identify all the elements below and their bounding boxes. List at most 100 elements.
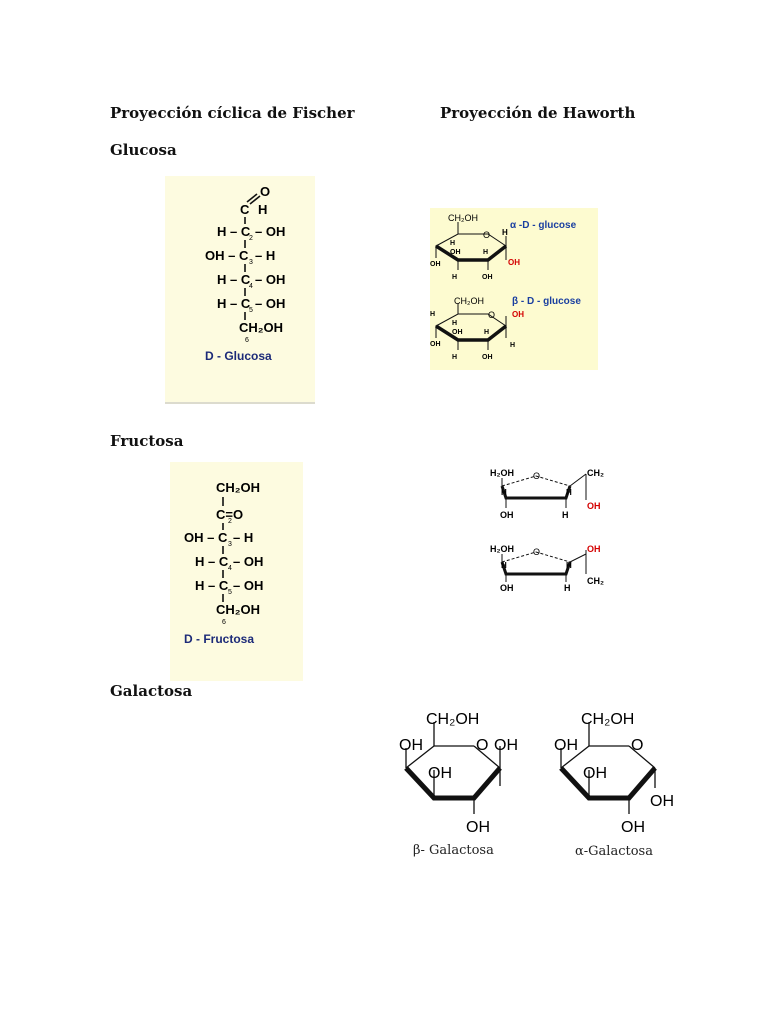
beta-ch2oh: CH₂OH — [454, 296, 484, 306]
fructose-fischer-caption: D - Fructosa — [184, 632, 254, 646]
alpha-galactose-c3-oh: OH — [583, 765, 607, 782]
beta-galactose-ring-o: O — [476, 737, 488, 754]
alpha-galactose-ring-o: O — [631, 737, 643, 754]
fructose-c5-left: H – C — [195, 578, 229, 593]
glucose-c2-left: H – C — [217, 224, 251, 239]
alpha-ch2oh: CH₂OH — [448, 213, 478, 223]
fructose-c3-sub: 3 — [228, 541, 232, 548]
alpha-c1-h: H — [502, 228, 508, 237]
glucose-haworth-figure: CH₂OH O H α -D - glucose OH H OH H OH H … — [430, 208, 598, 370]
glucose-fischer-figure: O C H H – C 2 – OH OH – C 3 – H H – C 4 … — [165, 176, 315, 404]
heading-fischer: Proyección cíclica de Fischer — [110, 104, 355, 122]
fructose-fischer-figure: CH₂OH C=O 2 OH – C 3 – H H – C 4 – OH H … — [170, 462, 303, 681]
beta-galactose-c1-oh: OH — [494, 737, 518, 754]
beta-ring-o: O — [488, 310, 495, 320]
alpha-galactose-ring — [559, 722, 657, 814]
fructose-1-o: O — [533, 471, 540, 481]
alpha-ring-o: O — [483, 230, 490, 240]
galactose-haworth-figure: CH₂OH OH O OH OH OH CH₂OH OH O OH OH OH — [396, 706, 686, 840]
fructose-c3-left: OH – C — [184, 530, 228, 545]
glucose-c3-left: OH – C — [205, 248, 249, 263]
beta-galactose-ring — [404, 722, 502, 814]
fructose-top: CH₂OH — [216, 480, 260, 495]
heading-glucosa: Glucosa — [110, 141, 177, 159]
beta-c3-h: H — [452, 354, 457, 361]
beta-c1-h: H — [510, 342, 515, 349]
glucose-fischer-caption: D - Glucosa — [205, 349, 272, 363]
glucose-c2-right: – OH — [255, 224, 285, 239]
beta-galactose-ch2oh: CH₂OH — [426, 711, 479, 728]
fructose-bottom: CH₂OH — [216, 602, 260, 617]
fructose-haworth-figure: H₂OH O CH₂ H H OH OH H H₂OH O OH H H CH₂… — [490, 464, 616, 594]
fructose-1-h-left: H — [501, 488, 507, 497]
fructose-c2: C=O — [216, 507, 243, 522]
beta-c4-h: H — [452, 320, 457, 327]
alpha-c1-oh: OH — [508, 258, 520, 267]
fructose-c5-sub: 5 — [228, 589, 232, 596]
glucose-bottom: CH₂OH — [239, 320, 283, 335]
fructose-2-h2oh: H₂OH — [490, 544, 514, 554]
fructose-ring-2 — [500, 550, 587, 582]
fructose-1-oh-red: OH — [587, 501, 601, 511]
fructose-c4-sub: 4 — [228, 565, 232, 572]
fructose-2-o: O — [533, 547, 540, 557]
glucose-c3-sub: 3 — [249, 259, 253, 266]
alpha-c3-oh: OH — [482, 274, 493, 281]
fructose-c5-right: – OH — [233, 578, 263, 593]
fructose-2-h-right: H — [566, 561, 572, 570]
glucose-c2-sub: 2 — [249, 235, 253, 242]
fructose-c4-left: H – C — [195, 554, 229, 569]
fructose-1-ch2: CH₂ — [587, 468, 604, 478]
beta-galactose-c2-oh: OH — [466, 819, 490, 836]
alpha-c2-h: H — [483, 249, 488, 256]
glucose-c4-left: H – C — [217, 272, 251, 287]
fructose-c4-right: – OH — [233, 554, 263, 569]
heading-fructosa: Fructosa — [110, 432, 184, 450]
fructose-1-h-right: H — [566, 488, 572, 497]
beta-galactose-c4-oh: OH — [399, 737, 423, 754]
fructose-2-oh: OH — [500, 583, 514, 593]
glucose-c4-right: – OH — [255, 272, 285, 287]
alpha-galactose-c1-oh: OH — [650, 793, 674, 810]
fructose-bottom-sub: 6 — [222, 619, 226, 626]
beta-c2-h: H — [484, 329, 489, 336]
alpha-glucose-label: α -D - glucose — [510, 220, 577, 231]
fructose-c3-right: – H — [233, 530, 253, 545]
glucose-c5-left: H – C — [217, 296, 251, 311]
beta-c3-oh: OH — [482, 354, 493, 361]
fructose-2-ch2: CH₂ — [587, 576, 604, 586]
glucose-c1: C — [240, 202, 250, 217]
beta-c1-oh: OH — [512, 310, 524, 319]
glucose-c3-right: – H — [255, 248, 275, 263]
fructose-ring-1 — [500, 473, 587, 508]
beta-c5-h: H — [430, 311, 435, 318]
alpha-galactose-caption: α-Galactosa — [575, 844, 653, 859]
alpha-c4-oh: OH — [450, 249, 461, 256]
fructose-2-h-bottom: H — [564, 583, 571, 593]
beta-c3-oh-left: OH — [430, 341, 441, 348]
glucose-c4-sub: 4 — [249, 283, 253, 290]
heading-galactosa: Galactosa — [110, 682, 193, 700]
fructose-c2-sub: 2 — [228, 518, 232, 525]
heading-haworth: Proyección de Haworth — [440, 104, 636, 122]
beta-glucose-label: β - D - glucose — [512, 296, 581, 307]
alpha-c5-h: H — [450, 240, 455, 247]
beta-galactose-caption: β- Galactosa — [413, 843, 494, 858]
beta-glucose-ring — [435, 304, 508, 350]
alpha-c4-h: OH — [430, 261, 441, 268]
glucose-c5-right: – OH — [255, 296, 285, 311]
glucose-top-o: O — [260, 184, 270, 199]
alpha-c3-h: H — [452, 274, 457, 281]
fructose-1-h2oh: H₂OH — [490, 468, 514, 478]
beta-c4-oh: OH — [452, 329, 463, 336]
glucose-top-h: H — [258, 202, 267, 217]
fructose-2-h-left: H — [501, 561, 507, 570]
fructose-2-oh-red: OH — [587, 544, 601, 554]
fructose-1-h-bottom: H — [562, 510, 569, 520]
alpha-galactose-c2-oh: OH — [621, 819, 645, 836]
alpha-galactose-ch2oh: CH₂OH — [581, 711, 634, 728]
beta-galactose-c3-oh: OH — [428, 765, 452, 782]
fructose-1-oh: OH — [500, 510, 514, 520]
glucose-c5-sub: 5 — [249, 307, 253, 314]
alpha-galactose-c4-oh: OH — [554, 737, 578, 754]
